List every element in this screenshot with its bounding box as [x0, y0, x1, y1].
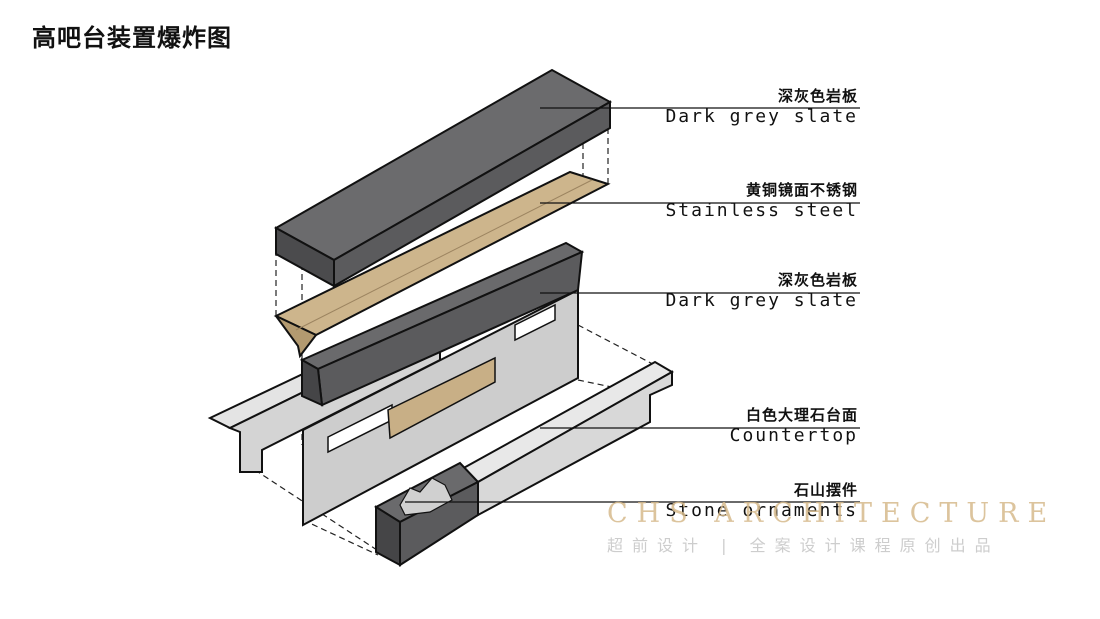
leader-lines — [405, 107, 860, 503]
watermark-subtitle: 超前设计 | 全案设计课程原创出品 — [607, 536, 1000, 555]
top-slate-slab — [273, 68, 613, 288]
slate-base — [373, 461, 480, 567]
brass-insert — [387, 356, 496, 440]
label-brass-steel-cn: 黄铜镜面不锈钢 — [745, 181, 858, 199]
label-top-slate: 深灰色岩板 Dark grey slate — [665, 86, 858, 128]
label-middle-slate-en: Dark grey slate — [665, 290, 858, 311]
top-slab-top — [273, 68, 613, 262]
label-stone-ornaments: 石山摆件 Stone ornaments — [665, 480, 858, 522]
label-countertop: 白色大理石台面 Countertop — [730, 405, 858, 447]
label-countertop-cn: 白色大理石台面 — [745, 406, 858, 424]
watermark-title: CHS ARCHITECTURE — [607, 498, 1057, 529]
brass-sheet — [273, 170, 611, 359]
stone-ornament — [399, 477, 453, 516]
label-brass-steel: 黄铜镜面不锈钢 Stainless steel — [665, 180, 858, 222]
top-slab-side — [275, 226, 335, 288]
brass-sheet-lip — [275, 315, 318, 359]
label-top-slate-cn: 深灰色岩板 — [777, 87, 858, 105]
panel-opening-upper — [514, 303, 556, 342]
page-title: 高吧台装置爆炸图 — [32, 24, 232, 52]
label-top-slate-en: Dark grey slate — [665, 106, 858, 127]
label-countertop-en: Countertop — [729, 425, 858, 446]
label-stone-ornaments-en: Stone ornaments — [665, 500, 858, 521]
slate-base-side — [375, 505, 401, 567]
countertop-right — [458, 360, 674, 517]
label-brass-steel-en: Stainless steel — [665, 200, 858, 221]
slate-band-side — [301, 358, 324, 407]
label-stone-ornaments-cn: 石山摆件 — [793, 481, 858, 499]
label-middle-slate-cn: 深灰色岩板 — [777, 271, 858, 289]
label-middle-slate: 深灰色岩板 Dark grey slate — [665, 270, 858, 312]
